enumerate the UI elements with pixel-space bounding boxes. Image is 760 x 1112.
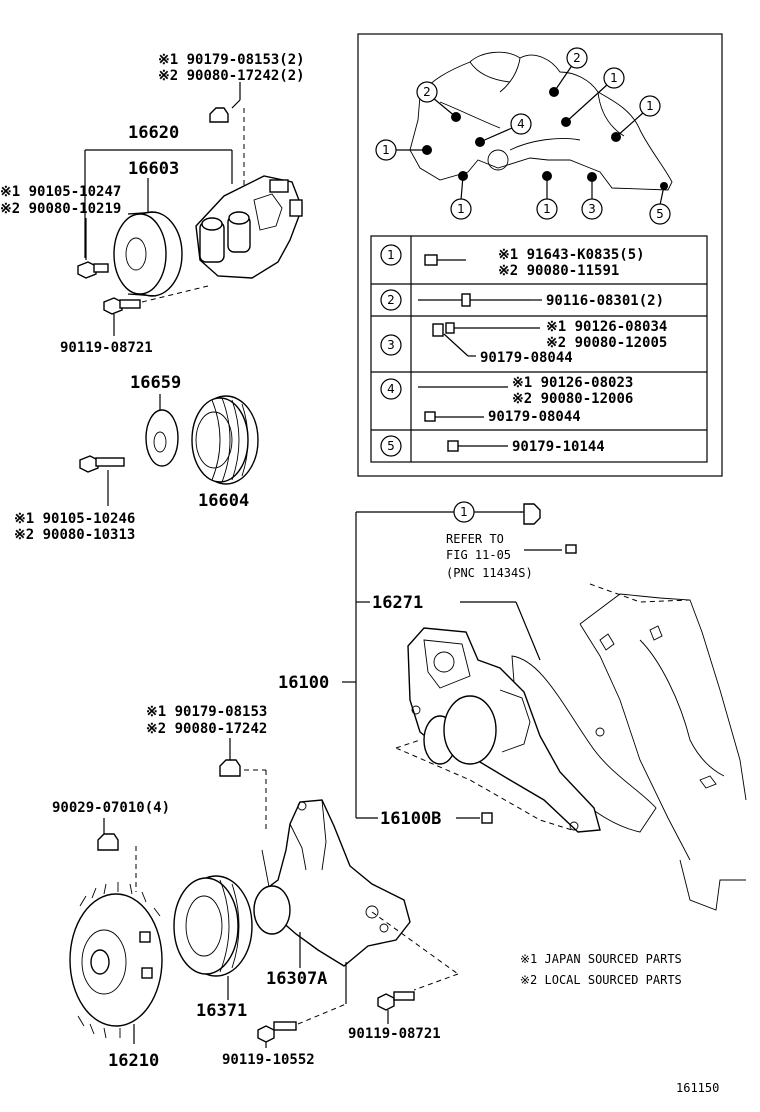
svg-text:90179-10144: 90179-10144 — [512, 439, 605, 455]
svg-text:4: 4 — [387, 382, 395, 396]
callout-1d: 1 — [450, 198, 472, 220]
svg-text:※1 90105-10246: ※1 90105-10246 — [14, 511, 135, 527]
svg-text:1: 1 — [382, 143, 390, 157]
svg-text:16371: 16371 — [196, 1001, 247, 1021]
svg-text:※2 90080-17242(2): ※2 90080-17242(2) — [158, 68, 305, 84]
idler-assembly: ※1 90179-08153(2) ※2 90080-17242(2) 1662… — [0, 52, 305, 356]
svg-text:16603: 16603 — [128, 159, 179, 179]
svg-text:1: 1 — [460, 505, 468, 519]
svg-text:90179-08044: 90179-08044 — [480, 350, 573, 366]
svg-text:REFER TO: REFER TO — [446, 532, 504, 546]
svg-text:※2 90080-17242: ※2 90080-17242 — [146, 721, 267, 737]
svg-text:※2 90080-12006: ※2 90080-12006 — [512, 391, 633, 407]
svg-text:1: 1 — [646, 99, 654, 113]
svg-text:※2 90080-10219: ※2 90080-10219 — [0, 201, 121, 217]
callout-1c: 1 — [639, 95, 661, 117]
table-row-2: 2 90116-08301(2) — [380, 289, 664, 311]
svg-text:※1 90105-10247: ※1 90105-10247 — [0, 184, 121, 200]
svg-text:2: 2 — [387, 293, 395, 307]
svg-text:※2 90080-12005: ※2 90080-12005 — [546, 335, 667, 351]
svg-text:16271: 16271 — [372, 593, 423, 613]
svg-text:※1 90126-08023: ※1 90126-08023 — [512, 375, 633, 391]
svg-text:FIG 11-05: FIG 11-05 — [446, 548, 511, 562]
svg-text:90119-08721: 90119-08721 — [348, 1026, 441, 1042]
svg-text:2: 2 — [573, 51, 581, 65]
svg-text:90029-07010(4): 90029-07010(4) — [52, 800, 170, 816]
table-row-4: 4 ※1 90126-08023 ※2 90080-12006 90179-08… — [380, 375, 633, 425]
svg-text:※1 JAPAN SOURCED PARTS: ※1 JAPAN SOURCED PARTS — [520, 952, 682, 966]
svg-text:※1 91643-K0835(5): ※1 91643-K0835(5) — [498, 247, 645, 263]
svg-text:※1 90126-08034: ※1 90126-08034 — [546, 319, 667, 335]
svg-text:1: 1 — [387, 248, 395, 262]
fan-bracket-group: ※1 90179-08153 ※2 90080-17242 90029-0701… — [52, 704, 719, 1095]
svg-text:※2 LOCAL SOURCED PARTS: ※2 LOCAL SOURCED PARTS — [520, 973, 682, 987]
svg-text:16620: 16620 — [128, 123, 179, 143]
svg-text:90116-08301(2): 90116-08301(2) — [546, 293, 664, 309]
svg-text:5: 5 — [387, 439, 395, 453]
svg-text:5: 5 — [656, 207, 664, 221]
callout-2b: 2 — [566, 47, 588, 69]
svg-text:16604: 16604 — [198, 491, 249, 511]
svg-text:4: 4 — [517, 117, 525, 131]
callout-3: 3 — [581, 198, 603, 220]
svg-text:16210: 16210 — [108, 1051, 159, 1071]
svg-text:90179-08044: 90179-08044 — [488, 409, 581, 425]
svg-text:3: 3 — [588, 202, 596, 216]
svg-text:1: 1 — [610, 71, 618, 85]
callout-4: 4 — [510, 113, 532, 135]
engine-block-outline — [579, 583, 747, 911]
callout-1e: 1 — [536, 198, 558, 220]
svg-text:1: 1 — [457, 202, 465, 216]
svg-text:※1 90179-08153(2): ※1 90179-08153(2) — [158, 52, 305, 68]
svg-text:※2 90080-11591: ※2 90080-11591 — [498, 263, 619, 279]
svg-text:※2 90080-10313: ※2 90080-10313 — [14, 527, 135, 543]
svg-text:161150: 161150 — [676, 1081, 719, 1095]
table-row-1: 1 ※1 91643-K0835(5) ※2 90080-11591 — [380, 244, 645, 279]
svg-text:※1 90179-08153: ※1 90179-08153 — [146, 704, 267, 720]
pulley-16604-group: 16659 16604 ※1 90105-10246 ※2 90080-1031… — [14, 373, 259, 543]
svg-text:16659: 16659 — [130, 373, 181, 393]
svg-text:16307A: 16307A — [266, 969, 327, 989]
table-row-5: 5 90179-10144 — [380, 435, 605, 457]
water-pump-group: 1 REFER TO FIG 11-05 (PNC 11434S) 16100 … — [278, 501, 657, 833]
svg-text:1: 1 — [543, 202, 551, 216]
callout-2a: 2 — [416, 81, 438, 103]
table-row-3: 3 ※1 90126-08034 ※2 90080-12005 90179-08… — [380, 319, 667, 366]
svg-text:3: 3 — [387, 338, 395, 352]
svg-text:(PNC 11434S): (PNC 11434S) — [446, 566, 533, 580]
svg-text:90119-08721: 90119-08721 — [60, 340, 153, 356]
bolt-location-inset: 2 1 2 4 1 1 1 1 3 5 1 ※1 91643-K0835(5) … — [357, 33, 723, 477]
svg-text:90119-10552: 90119-10552 — [222, 1052, 315, 1068]
callout-1a: 1 — [375, 139, 397, 161]
callout-5: 5 — [649, 203, 671, 225]
callout-1b: 1 — [603, 67, 625, 89]
svg-text:16100: 16100 — [278, 673, 329, 693]
svg-text:16100B: 16100B — [380, 809, 441, 829]
svg-text:2: 2 — [423, 85, 431, 99]
